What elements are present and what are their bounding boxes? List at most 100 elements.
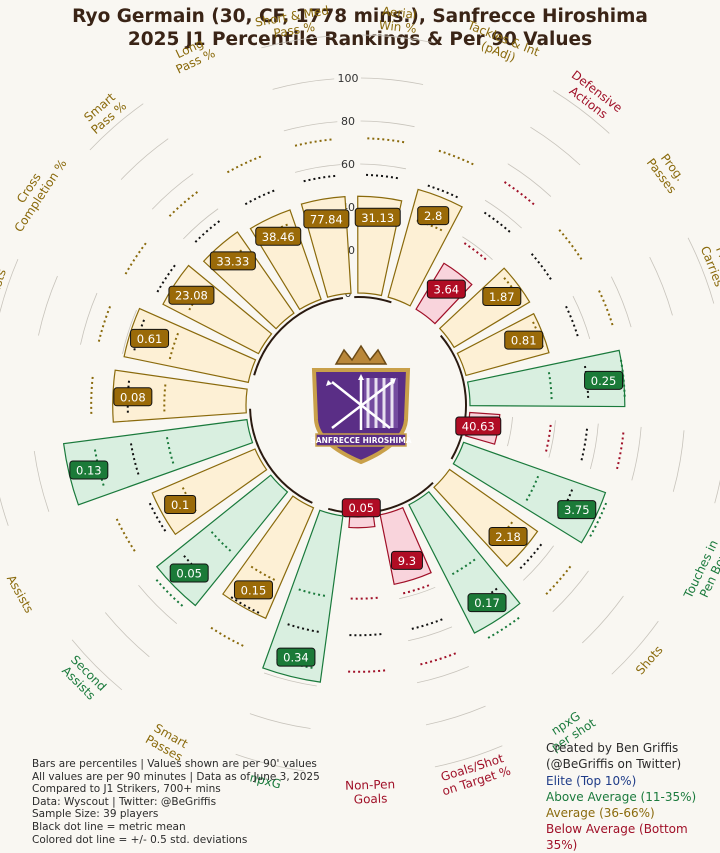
title-line-1: Ryo Germain (30, CF, 1778 mins.), Sanfre… <box>72 6 648 27</box>
credit-block: Created by Ben Griffis (@BeGriffis on Tw… <box>546 740 681 772</box>
grid-arc <box>89 103 144 151</box>
value-label: 0.13 <box>76 463 102 477</box>
std-line <box>503 181 535 206</box>
value-box <box>417 206 450 226</box>
metric-label: xA perShot Assist <box>0 460 3 531</box>
grid-arc <box>235 753 305 772</box>
crest-text: SANFRECCE HIROSHIMA <box>310 436 411 445</box>
mean-line <box>230 596 260 614</box>
title-line-2: 2025 J1 Percentile Rankings & Per 90 Val… <box>127 29 593 50</box>
legend-item-below-average: Below Average (Bottom 35%) <box>546 822 688 852</box>
grid-arc <box>408 626 453 642</box>
value-box <box>584 370 624 390</box>
grid-arc <box>552 570 589 612</box>
value-label: 0.25 <box>591 374 617 388</box>
metric-label-line: Assists <box>0 267 9 311</box>
value-label: 1.87 <box>489 290 515 304</box>
value-label: 0.15 <box>241 583 267 597</box>
mean-line <box>366 173 399 180</box>
grid-arc <box>249 713 311 729</box>
grid-arc <box>714 479 720 504</box>
value-label: 23.08 <box>175 289 208 303</box>
std-line <box>250 565 276 581</box>
std-line <box>168 191 199 217</box>
value-box <box>504 330 544 350</box>
percentile-bar <box>348 515 376 529</box>
grid-arc <box>530 126 581 166</box>
grid-arc <box>122 309 137 354</box>
grid-arc <box>38 275 58 336</box>
value-label: 0.05 <box>176 567 202 581</box>
value-box <box>354 207 401 227</box>
grid-arc <box>283 121 338 132</box>
grid-arc <box>572 295 591 340</box>
metric-label-line: Win % <box>378 18 417 36</box>
mean-line <box>530 253 552 280</box>
legend-item-elite: Elite (Top 10%) <box>546 774 637 788</box>
value-box <box>488 526 528 546</box>
club-crest: SANFRECCE HIROSHIMA <box>306 342 416 467</box>
std-line <box>210 531 232 552</box>
value-box <box>169 563 209 583</box>
grid-arc <box>104 612 150 658</box>
value-label: 40.63 <box>462 420 495 434</box>
value-box <box>164 494 197 514</box>
value-box <box>390 550 423 570</box>
grid-arc <box>552 90 610 134</box>
grid-arc <box>360 120 415 128</box>
percentile-bar <box>456 312 550 377</box>
metric-label: Shots <box>633 643 666 677</box>
legend-item-average: Average (36-66%) <box>546 806 655 820</box>
std-line <box>463 242 487 261</box>
std-line <box>93 449 105 486</box>
grid-arc <box>183 208 219 240</box>
value-label: 0.08 <box>120 390 146 404</box>
grid-arc <box>33 450 50 512</box>
std-line <box>487 616 520 639</box>
grid-arc <box>631 426 642 481</box>
value-box <box>557 500 597 520</box>
grid-arc <box>610 276 632 328</box>
footer-notes: Bars are percentiles | Values shown are … <box>32 758 320 846</box>
grid-arc <box>361 34 432 43</box>
value-box <box>255 226 302 246</box>
metric-label-line: Non-Pen <box>345 777 395 793</box>
std-line <box>166 437 175 464</box>
credit-line: Created by Ben Griffis <box>546 741 679 755</box>
std-line <box>619 359 626 397</box>
footer-line: Bars are percentiles | Values shown are … <box>32 758 317 770</box>
mean-line <box>565 305 579 337</box>
grid-arc <box>71 639 123 691</box>
metric-label: Prog.Carries <box>698 244 720 289</box>
group-arc <box>439 334 467 460</box>
metric-label-line: Shots <box>633 643 666 677</box>
mean-line <box>156 264 176 293</box>
crest-icon: SANFRECCE HIROSHIMA <box>310 344 412 465</box>
mean-line <box>244 189 275 206</box>
grid-arc <box>0 258 19 314</box>
value-label: 2.18 <box>495 530 521 544</box>
value-box <box>276 647 316 667</box>
grid-arc <box>462 236 493 260</box>
grid-arc <box>548 420 556 458</box>
value-label: 77.84 <box>310 212 343 226</box>
grid-arc <box>0 496 9 526</box>
value-box <box>233 580 273 600</box>
grid-arc <box>507 416 513 447</box>
metric-label: Tackles & Int(pAdj) <box>465 18 542 65</box>
std-line <box>124 242 147 275</box>
value-label: 0.34 <box>283 651 309 665</box>
group-arc <box>354 296 392 304</box>
grid-arc <box>425 705 486 726</box>
std-line <box>350 596 378 600</box>
footer-line: Data: Wyscout | Twitter: @BeGriffis <box>32 795 217 808</box>
metric-label-line: Aerial <box>381 4 417 22</box>
std-line <box>155 578 184 607</box>
percentile-bar <box>62 418 254 506</box>
